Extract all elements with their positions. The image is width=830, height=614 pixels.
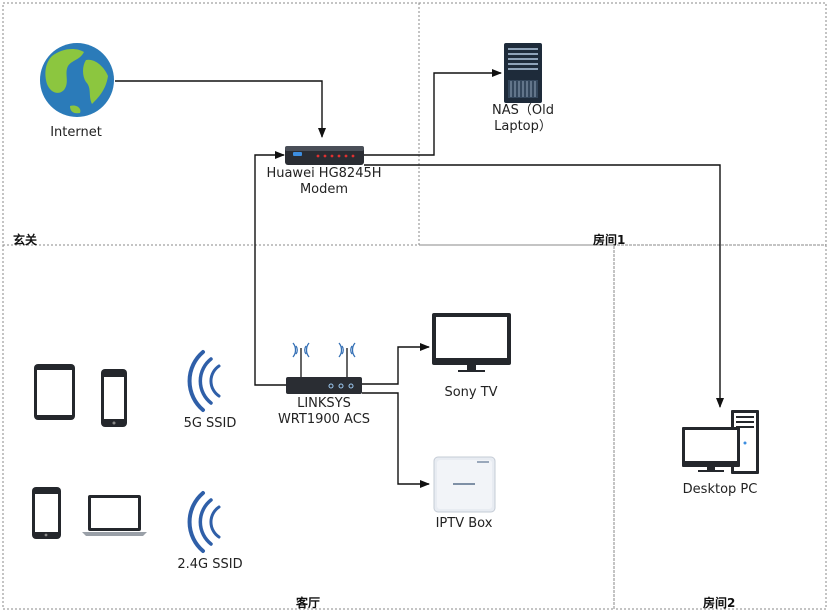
phone-icon [101, 369, 127, 427]
router-label-line2: WRT1900 ACS [277, 412, 371, 427]
modem-label-line2: Modem [299, 182, 349, 197]
ssid-24g-label: 2.4G SSID [177, 557, 243, 572]
phone-icon-2 [32, 487, 61, 539]
ssid-5g-label: 5G SSID [183, 416, 237, 431]
connectors [115, 69, 724, 488]
internet-label: Internet [50, 125, 102, 140]
router-icon [286, 342, 362, 394]
router-to-iptv-line [362, 392, 430, 488]
zone-label-entrance: 玄关 [13, 233, 38, 247]
internet-to-modem-line [115, 80, 326, 138]
zone-label-room1: 房间1 [593, 233, 626, 247]
router-label-line1: LINKSYS [297, 396, 351, 411]
modem-icon [285, 146, 364, 165]
nas-label-line2: Laptop） [494, 119, 552, 134]
globe-icon [40, 43, 114, 117]
router-to-tv-line [362, 343, 430, 385]
zone-label-room2: 房间2 [703, 596, 736, 610]
modem-to-nas-line [364, 69, 502, 156]
modem-label: Huawei HG8245H Modem [254, 166, 394, 198]
nas-label-line1: NAS（Old [492, 103, 554, 118]
wifi-5g-icon [187, 350, 221, 412]
tablet-icon [34, 364, 75, 420]
nas-server-icon [504, 43, 542, 103]
iptv-box-label: IPTV Box [435, 516, 493, 531]
zone-entrance-border [2, 2, 420, 246]
wifi-24g-icon [187, 491, 221, 553]
modem-label-line1: Huawei HG8245H [266, 166, 382, 181]
laptop-icon [82, 495, 147, 536]
desktop-pc-icon [682, 410, 759, 474]
iptv-box-icon [433, 456, 496, 513]
router-label: LINKSYS WRT1900 ACS [264, 396, 384, 428]
modem-to-desktop-line [364, 164, 724, 408]
tv-monitor-icon [432, 313, 511, 372]
sony-tv-label: Sony TV [444, 385, 498, 400]
desktop-pc-label: Desktop PC [682, 482, 758, 497]
zone-label-living-room: 客厅 [296, 596, 321, 610]
router-to-modem-line [254, 151, 295, 389]
nas-label: NAS（Old Laptop） [473, 103, 573, 135]
